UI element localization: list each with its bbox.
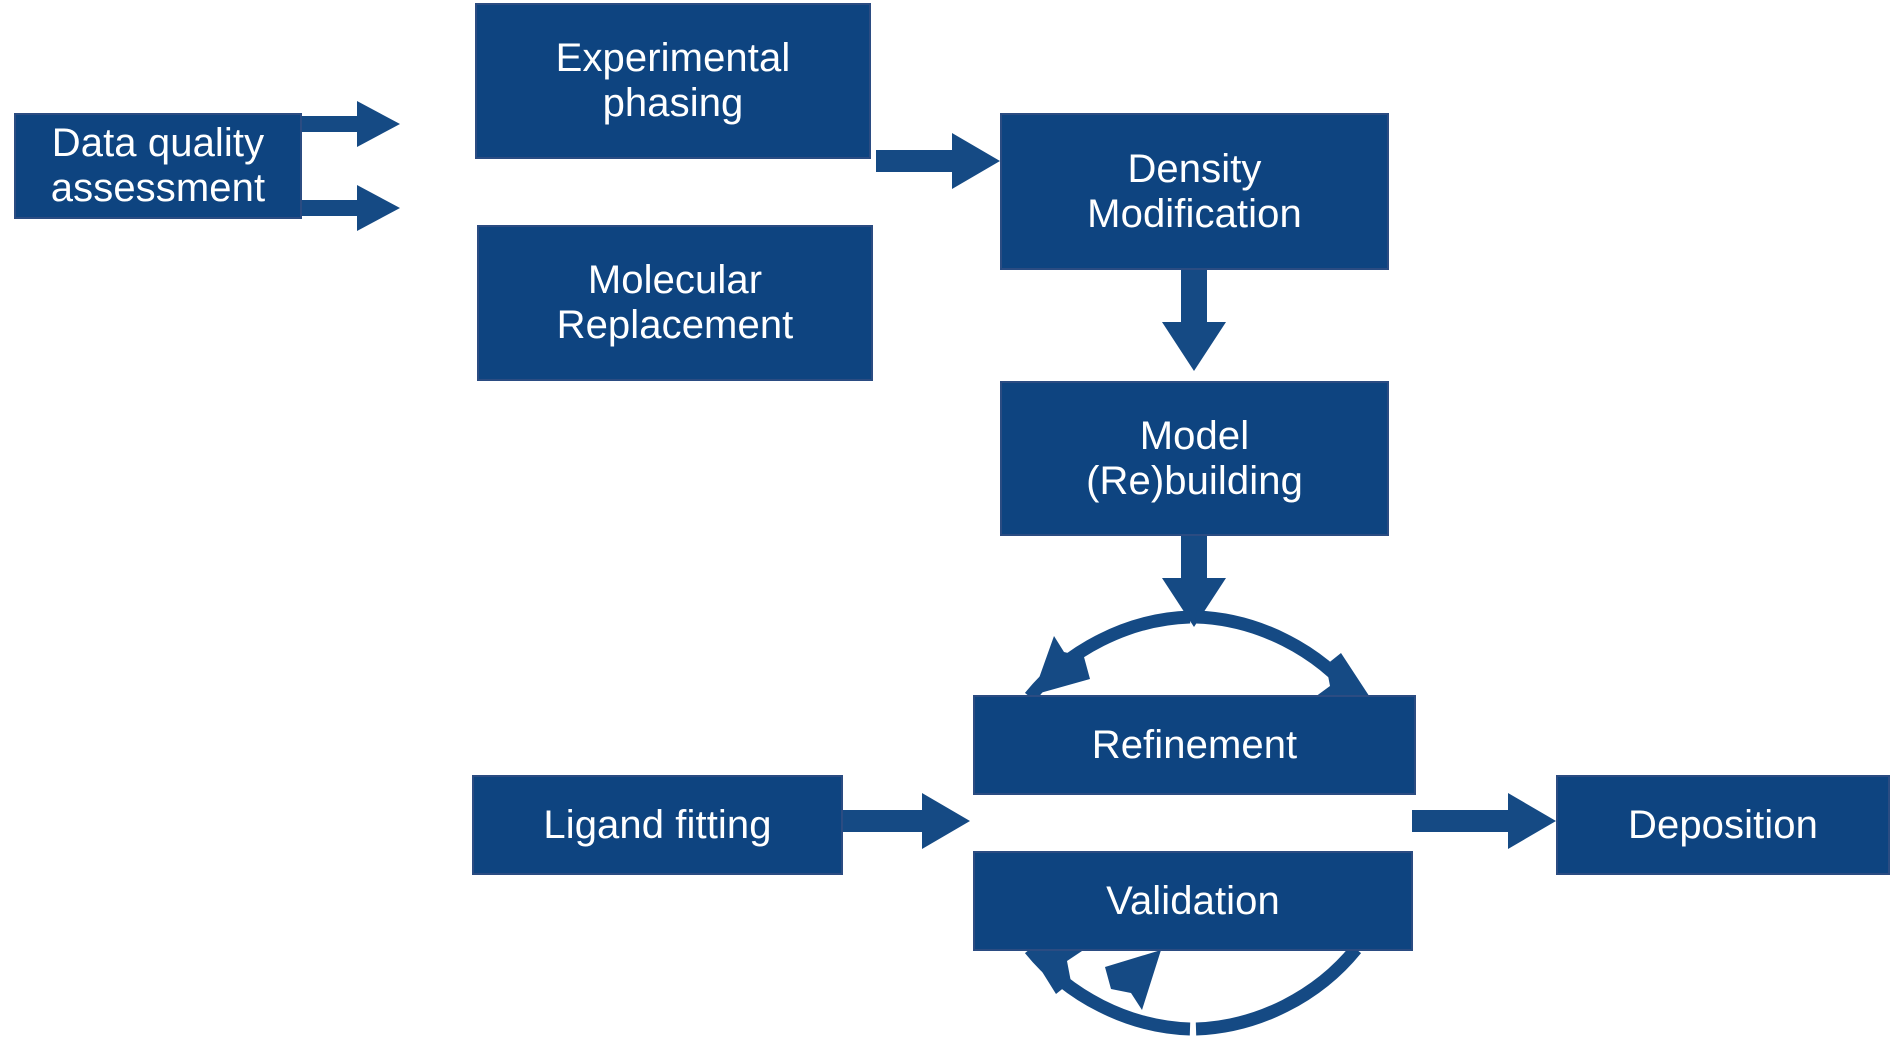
node-label-experimental-phasing: Experimental phasing — [555, 36, 791, 125]
arrow-density-modification-to-model-rebuilding — [1162, 270, 1226, 371]
arrow-dqa-to-molecular-replacement — [302, 185, 400, 231]
node-label-ligand-fitting: Ligand fitting — [543, 802, 772, 847]
node-experimental-phasing[interactable]: Experimental phasing — [475, 3, 871, 159]
node-label-molecular-replacement: Molecular Replacement — [556, 258, 794, 347]
node-refinement[interactable]: Refinement — [973, 695, 1416, 795]
arrow-ligand-fitting-to-cycle — [843, 793, 970, 849]
node-validation[interactable]: Validation — [973, 851, 1413, 951]
node-label-model-rebuilding: Model (Re)building — [1086, 413, 1303, 503]
arrow-model-rebuilding-to-cycle — [1162, 536, 1226, 627]
node-data-quality-assessment[interactable]: Data quality assessment — [14, 113, 302, 219]
node-density-modification[interactable]: Density Modification — [1000, 113, 1389, 270]
node-label-data-quality-assessment: Data quality assessment — [50, 121, 266, 210]
node-deposition[interactable]: Deposition — [1556, 775, 1890, 875]
arrow-phasing-to-density-modification — [876, 133, 1000, 189]
node-ligand-fitting[interactable]: Ligand fitting — [472, 775, 843, 875]
node-label-validation: Validation — [1106, 878, 1280, 923]
node-molecular-replacement[interactable]: Molecular Replacement — [477, 225, 873, 381]
node-model-rebuilding[interactable]: Model (Re)building — [1000, 381, 1389, 536]
circular-loop-refinement-validation — [1024, 610, 1362, 1036]
node-label-deposition: Deposition — [1627, 802, 1818, 847]
node-label-density-modification: Density Modification — [1087, 146, 1302, 236]
circular-loop-arrowheads — [1021, 636, 1377, 1010]
arrow-dqa-to-experimental-phasing — [302, 101, 400, 147]
node-label-refinement: Refinement — [1091, 722, 1298, 767]
arrow-cycle-to-deposition — [1412, 793, 1556, 849]
